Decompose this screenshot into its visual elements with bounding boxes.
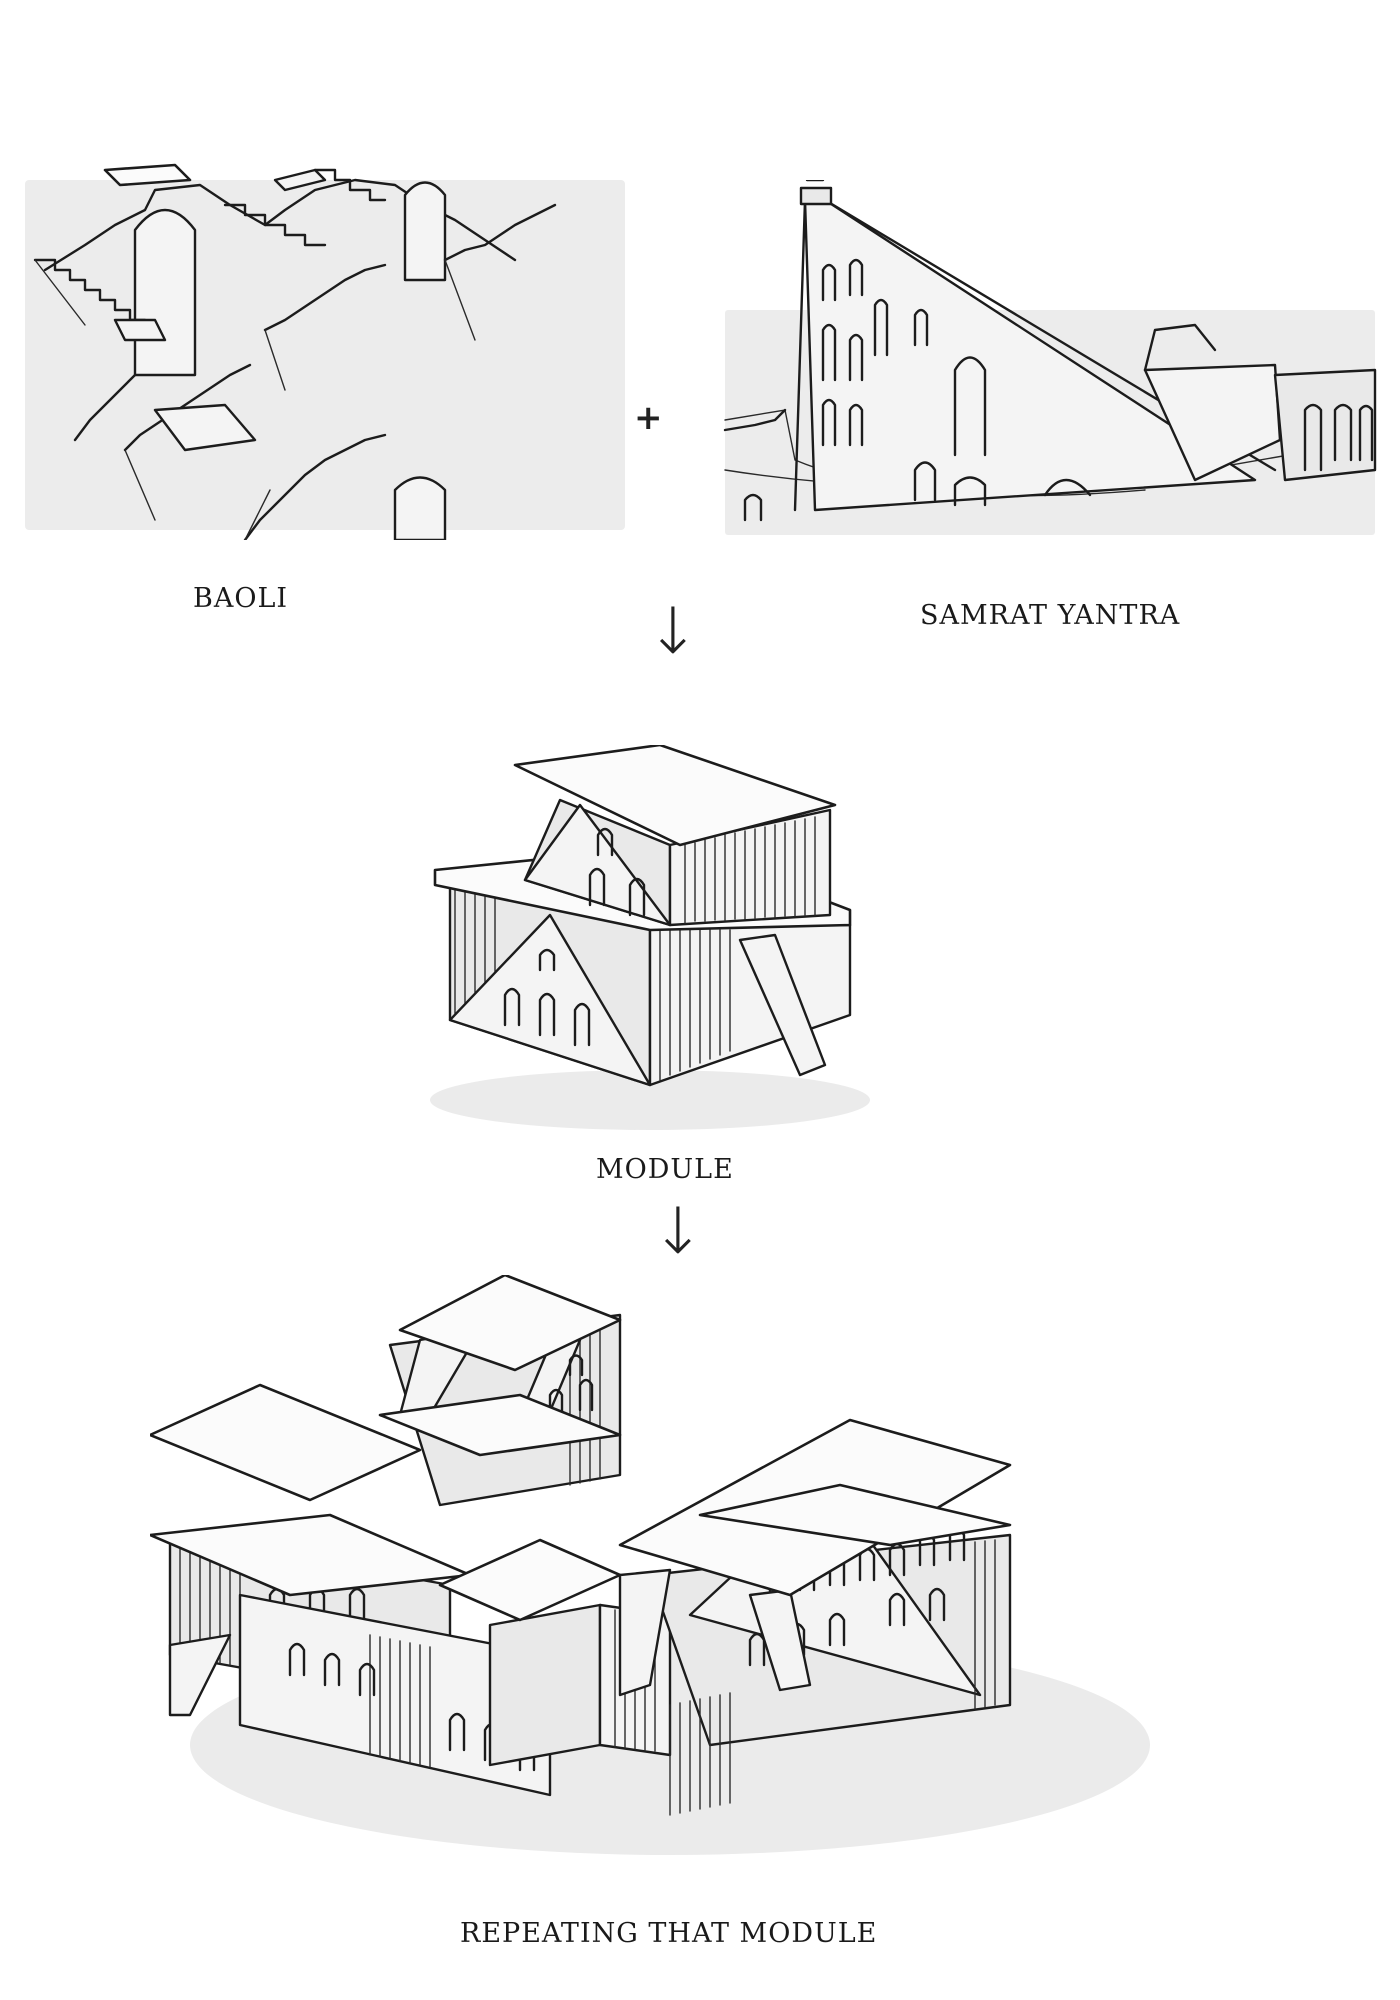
baoli-label: BAOLI (193, 583, 289, 614)
arrow-down-1: ↓ (646, 595, 700, 669)
repeated-module-sketch (150, 1275, 1150, 1855)
baoli-sketch (25, 163, 625, 540)
arrow-down-2: ↓ (651, 1195, 705, 1269)
samrat-yantra-label: SAMRAT YANTRA (920, 600, 1181, 631)
repeating-module-label: REPEATING THAT MODULE (460, 1918, 878, 1949)
module-sketch (430, 745, 870, 1130)
module-label: MODULE (596, 1154, 734, 1185)
samrat-yantra-sketch (723, 180, 1377, 535)
plus-sign: + (634, 398, 663, 438)
